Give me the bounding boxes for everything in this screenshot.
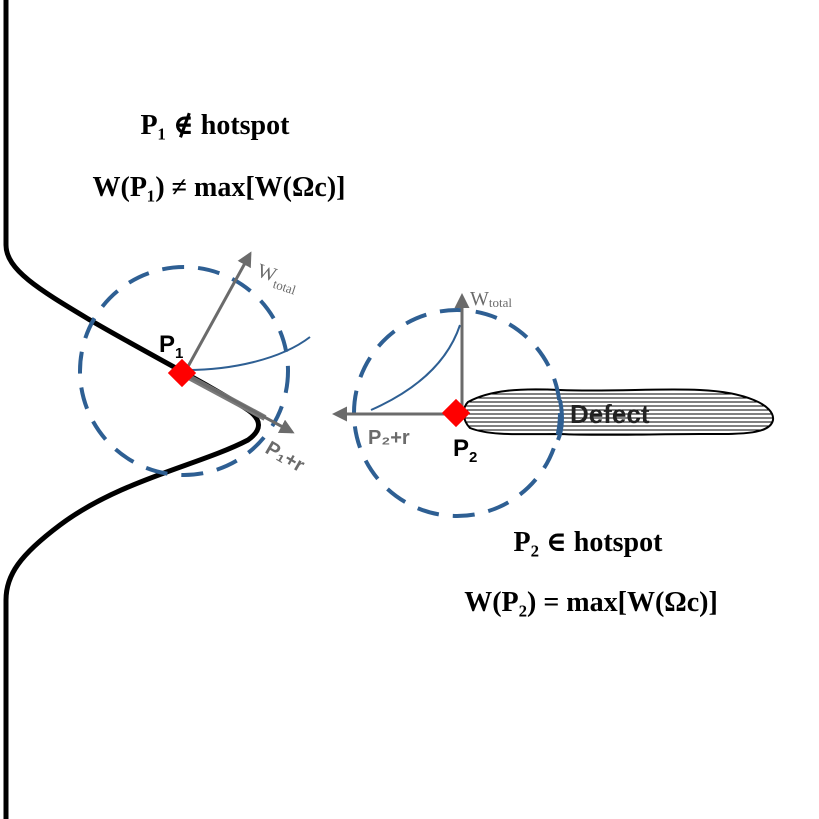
boundary-curve (3, 0, 261, 819)
point-label-p2: P2 (453, 435, 477, 466)
p2-membership-statement: P₂ ∈ hotspot (514, 527, 664, 558)
defect-boundary-arc (556, 399, 565, 441)
w-total-arrow-p1 (183, 251, 252, 373)
point-label-p1: P1 (159, 331, 183, 362)
w-arc-p2 (370, 324, 461, 411)
defect-shape (462, 388, 775, 436)
w-total-label-p2: Wtotal (470, 288, 512, 310)
r-label-p1: P₁+r (262, 437, 309, 477)
w-arc-p1 (186, 336, 311, 371)
p1-membership-statement: P₁ ∉ hotspot (141, 110, 291, 141)
r-label-p2: P₂+r (368, 427, 410, 449)
w-total-label-p1: Wtotal (253, 260, 301, 298)
defect-label: Defect (570, 399, 650, 429)
p1-value-statement: W(P₁) ≠ max[W(Ωc)] (93, 172, 346, 203)
r-arrow-p1 (184, 372, 295, 434)
point-marker-p2 (441, 398, 471, 428)
neighborhood-circle-p1 (78, 265, 290, 477)
p2-value-statement: W(P₂) = max[W(Ωc)] (464, 587, 718, 618)
